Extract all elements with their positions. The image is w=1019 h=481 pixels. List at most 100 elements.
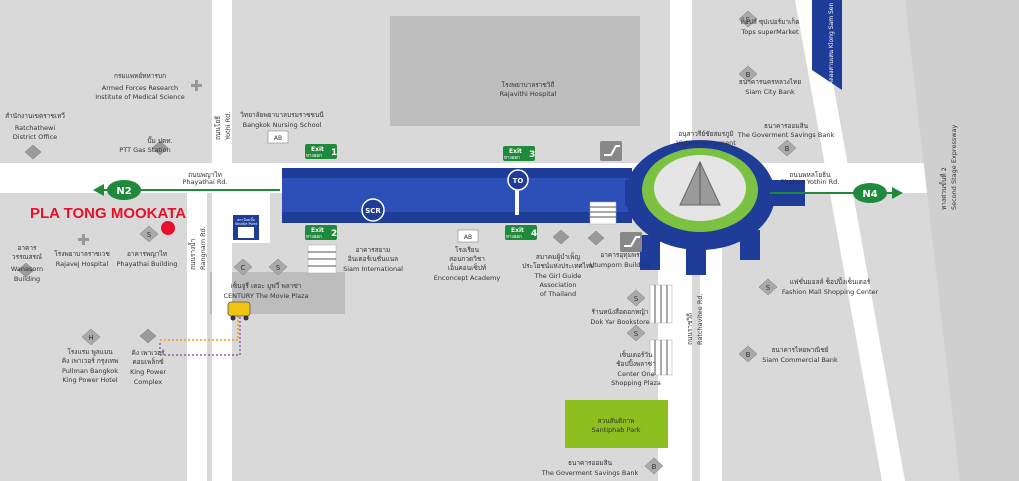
santiphab-th: สวนสันติภาพ [598,417,635,425]
exit-label: Exit [311,146,324,153]
wanasorn-th2: วรรณสรณ์ [12,253,42,261]
shop-icon: S [738,10,758,28]
shop-icon-letter: S [147,231,152,239]
to-label: TO [513,177,524,185]
phayathai-road-th: ถนนพญาไท [188,171,222,179]
shop-icon: S [626,324,646,342]
road-south-east [700,230,722,481]
santiphab-en: Santiphab Park [591,426,640,434]
exit-number: 2 [331,229,337,239]
landmark-icon [139,328,157,344]
place-icons [17,140,605,344]
shop-icon: S [268,258,288,276]
dokya-en: Dok Yar Bookstore [590,318,649,326]
wanasorn-th1: อาคาร [17,244,37,252]
nursing-en: Bangkok Nursing School [243,121,322,129]
exit-sub: ทางออก [306,154,322,159]
siamcity-en: Siam City Bank [745,88,795,96]
tops-en: Tops superMarket [740,28,799,36]
centerone-th2: ช้อปปิ้งพลาซ่า [616,359,656,368]
enconcept-en: Enconcept Academy [434,274,501,282]
shop-icon-letter: S [634,330,639,338]
klong-road [795,0,905,481]
gsb2-en: The Goverment Savings Bank [541,469,639,477]
rajavithi-th: โรงพยาบาลราชวิถี [502,81,555,89]
pullman-th2: คิง เพาเวอร์ กรุงเทพ [62,357,118,365]
bts-station: SCR TO [282,168,646,223]
victory-th: อนุสาวรีย์ชัยสมรภูมิ [678,130,733,138]
school-icon-letter: AB [464,234,472,241]
hospital-icons [78,80,202,245]
santiphab-park [565,400,668,448]
school-icon-letter: AB [274,135,282,142]
arrow-left-icon [93,184,104,196]
siamint-th1: อาคารสยาม [356,246,391,254]
shop-icon-letter: S [746,16,751,24]
exit-sign-3: Exit ทางออก 3 [503,146,535,161]
enconcept-th2: สอนกวดวิชา [449,255,485,263]
exit-sub: ทางออก [504,156,520,161]
pla-tong-mookata-label[interactable]: PLA TONG MOOKATA [30,205,186,222]
hospital-icon [78,234,89,245]
phayathai-road-en: Phayathai Rd. [182,178,227,186]
exit-sign-2: Exit ทางออก 2 [305,225,337,240]
exit-sub: ทางออก [306,235,322,240]
bank-icon-letter: B [652,463,657,471]
bts-track [282,178,632,212]
pla-tong-location-marker[interactable] [161,221,175,235]
siamcomm-th: ธนาคารไทยพาณิชย์ [771,346,828,354]
escalator-icons [600,141,642,252]
rangnam-road [187,193,207,481]
landmark-icon [151,140,169,156]
hospital-icon [191,80,202,91]
siamint-th2: อินเตอร์เนชั่นแนล [348,254,398,263]
route-marker-n2: N2 [93,180,280,200]
centerone-en2: Shopping Plaza [611,379,661,387]
kingpower-en1: King Power [130,368,166,376]
road-labels: ถนนพญาไท Phayathai Rd. ถนนพหลโยธิน Phaho… [182,3,958,345]
enconcept-th1: โรงเรียน [455,246,480,254]
siamcity-th: ธนาคารนครหลวงไทย [739,78,801,86]
yothi-road-th: ถนนโยธี [214,116,222,140]
route-n2-label: N2 [116,186,131,197]
roundabout-link-south [686,240,706,275]
victory-en: Victory Monument [676,139,736,147]
rajavej-th: โรงพยาบาลราชเวช [54,250,110,258]
girlguide-en2: Association [539,281,576,289]
phayathai-bldg-en: Phayathai Building [117,260,178,268]
expressway-en: Second Stage Expressway [950,124,958,210]
expressway-area [905,0,1019,481]
shop-icon-letter: S [276,264,281,272]
rajavithi-en: Rajavithi Hospital [500,90,557,98]
escalator-icon [620,232,642,252]
bank-icon: B [738,345,758,363]
people-icon [238,227,254,238]
exit-number: 4 [531,229,537,239]
girlguide-th1: สมาคมผู้บำเพ็ญ [536,252,581,261]
wanasorn-en2: Building [14,275,40,283]
girlguide-en1: The Girl Guide [534,272,582,280]
dokya-th: ร้านหนังสือดอกหญ้า [592,308,649,316]
shuttle-sign-th: สถานีเคเบิ้ล [237,217,255,222]
phahon-road-en: Phahon Yothin Rd. [781,178,840,186]
rangnam-road-th: ถนนรางน้ำ [188,238,197,270]
bank-icon-letter: B [746,71,751,79]
klong-sam-sen-canal [812,0,842,90]
girlguide-th2: ประโยชน์แห่งประเทศไทย [522,262,594,270]
crosswalk-lines [308,206,668,375]
exit-label: Exit [509,148,522,155]
bank-icon: B [738,65,758,83]
phayathai-bldg-th: อาคารพญาไท [127,250,167,258]
route-n4-label: N4 [862,189,877,200]
school-icon: AB [457,229,479,243]
ratchavithee-road-en: Ratchavitee Rd. [696,293,704,345]
armed-forces-en1: Armed Forces Research [102,84,178,92]
exit-sub: ทางออก [506,235,522,240]
tops-th: ท็อปส์ ซุปเปอร์มาเก็ต [741,17,800,26]
exit-number: 3 [529,150,535,160]
expressway [812,0,1019,481]
roundabout-link-west [625,180,635,206]
roundabout-link-south-east [740,230,760,260]
bts-gate [515,175,519,215]
utumporn-th: อาคารอุทุมพร [600,251,640,259]
